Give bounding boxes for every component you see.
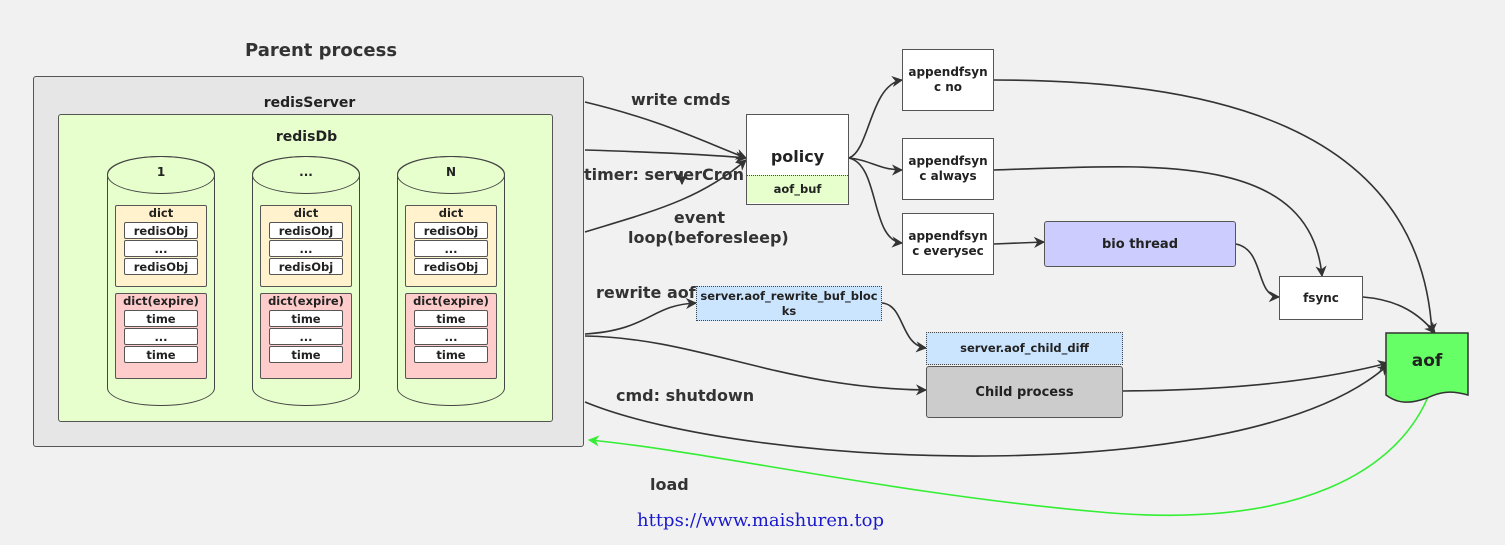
expire-entry: ... bbox=[124, 328, 198, 345]
expire-dict-box: dict(expire) time ... time bbox=[405, 293, 497, 379]
appendfsync-no-node: appendfsyn c no bbox=[902, 49, 994, 111]
appendfsync-everysec-line1: appendfsyn bbox=[908, 229, 988, 243]
parent-process-title: Parent process bbox=[245, 40, 398, 61]
site-url-link[interactable]: https://www.maishuren.top bbox=[637, 510, 884, 531]
edge-load bbox=[587, 391, 1431, 516]
edge-label-write-cmds: write cmds bbox=[631, 90, 731, 109]
appendfsync-always-line1: appendfsyn bbox=[908, 154, 988, 168]
dict-title: dict bbox=[148, 206, 174, 220]
dict-entry: redisObj bbox=[269, 258, 343, 275]
appendfsync-no-line1: appendfsyn bbox=[908, 65, 988, 79]
child-diff-node: server.aof_child_diff bbox=[926, 332, 1123, 365]
expire-dict-box: dict(expire) time ... time bbox=[115, 293, 207, 379]
aof-file-shape bbox=[1385, 332, 1469, 403]
expire-dict-box: dict(expire) time ... time bbox=[260, 293, 352, 379]
expire-entry: time bbox=[414, 310, 488, 327]
edge-label-event-loop-line2: loop(beforesleep) bbox=[628, 228, 789, 247]
edge-bio-fsync bbox=[1235, 243, 1281, 303]
edge-policy-no bbox=[848, 76, 904, 159]
database-label: 1 bbox=[156, 165, 166, 179]
edge-timer bbox=[584, 149, 748, 163]
dict-entry: ... bbox=[124, 240, 198, 257]
dict-entry: redisObj bbox=[414, 222, 488, 239]
policy-label: policy bbox=[770, 147, 825, 166]
edge-rewritebuf-childdiff bbox=[881, 302, 928, 353]
edge-always-fsync bbox=[993, 165, 1327, 278]
rewrite-buf-node: server.aof_rewrite_buf_bloc ks bbox=[696, 286, 882, 321]
dict-title: dict bbox=[293, 206, 319, 220]
redis-server-label: redisServer bbox=[263, 95, 356, 111]
dict-box: dict redisObj ... redisObj bbox=[115, 205, 207, 287]
edge-label-load: load bbox=[650, 475, 689, 494]
expire-dict-title: dict(expire) bbox=[413, 294, 489, 308]
cylinder-top bbox=[251, 155, 360, 194]
appendfsync-always-line2: c always bbox=[919, 169, 977, 183]
dict-box: dict redisObj ... redisObj bbox=[260, 205, 352, 287]
edge-parent-child bbox=[584, 335, 928, 396]
edge-fsync-aof bbox=[1362, 296, 1436, 334]
expire-dict-title: dict(expire) bbox=[268, 294, 344, 308]
edge-label-rewrite-aof: rewrite aof bbox=[596, 283, 696, 302]
dict-entry: ... bbox=[414, 240, 488, 257]
edge-label-timer: timer: serverCron bbox=[584, 165, 744, 184]
cylinder-top bbox=[396, 155, 505, 194]
edge-policy-always bbox=[848, 157, 904, 176]
database-cylinder: ... dict redisObj ... redisObj dict(expi… bbox=[251, 155, 360, 406]
edge-rewrite-aof bbox=[584, 297, 698, 335]
expire-entry: time bbox=[124, 310, 198, 327]
aof-file-label: aof bbox=[1411, 351, 1443, 371]
aof-file-node: aof bbox=[1386, 333, 1468, 399]
expire-entry: time bbox=[269, 310, 343, 327]
fsync-node: fsync bbox=[1279, 276, 1363, 320]
edge-everysec-bio bbox=[993, 236, 1046, 248]
expire-entry: time bbox=[269, 346, 343, 363]
appendfsync-everysec-node: appendfsyn c everysec bbox=[902, 213, 994, 275]
edge-no-aof bbox=[993, 79, 1438, 335]
appendfsync-always-node: appendfsyn c always bbox=[902, 138, 994, 200]
edge-shutdown bbox=[584, 364, 1389, 457]
database-cylinder: 1 dict redisObj ... redisObj dict(expire… bbox=[106, 155, 215, 406]
child-process-node: Child process bbox=[926, 366, 1123, 418]
database-cylinder: N dict redisObj ... redisObj dict(expire… bbox=[396, 155, 505, 406]
dict-title: dict bbox=[438, 206, 464, 220]
dict-entry: ... bbox=[269, 240, 343, 257]
dict-entry: redisObj bbox=[269, 222, 343, 239]
expire-entry: time bbox=[414, 346, 488, 363]
expire-entry: ... bbox=[269, 328, 343, 345]
bio-thread-node: bio thread bbox=[1044, 221, 1236, 267]
database-label: N bbox=[445, 165, 457, 179]
edge-policy-everysec bbox=[848, 157, 904, 248]
edge-label-event-loop-line1: event bbox=[673, 208, 726, 227]
rewrite-buf-line1: server.aof_rewrite_buf_bloc bbox=[700, 288, 878, 303]
rewrite-buf-line2: ks bbox=[781, 303, 797, 318]
expire-dict-title: dict(expire) bbox=[123, 294, 199, 308]
cylinder-top bbox=[106, 155, 215, 194]
appendfsync-everysec-line2: c everysec bbox=[912, 244, 984, 258]
dict-box: dict redisObj ... redisObj bbox=[405, 205, 497, 287]
dict-entry: redisObj bbox=[414, 258, 488, 275]
dict-entry: redisObj bbox=[124, 258, 198, 275]
appendfsync-no-line2: c no bbox=[933, 80, 963, 94]
edge-child-aof bbox=[1122, 360, 1390, 392]
dict-entry: redisObj bbox=[124, 222, 198, 239]
database-label: ... bbox=[299, 165, 313, 179]
edge-label-cmd-shutdown: cmd: shutdown bbox=[616, 386, 755, 405]
edge-label-event-loop: event loop(beforesleep) bbox=[628, 208, 789, 248]
policy-node: policy aof_buf bbox=[746, 114, 849, 205]
redis-db-label: redisDb bbox=[275, 129, 338, 145]
expire-entry: ... bbox=[414, 328, 488, 345]
expire-entry: time bbox=[124, 346, 198, 363]
aof-buf-node: aof_buf bbox=[747, 175, 848, 203]
edge-write-cmds bbox=[584, 101, 748, 160]
edge-event-loop bbox=[584, 159, 747, 233]
